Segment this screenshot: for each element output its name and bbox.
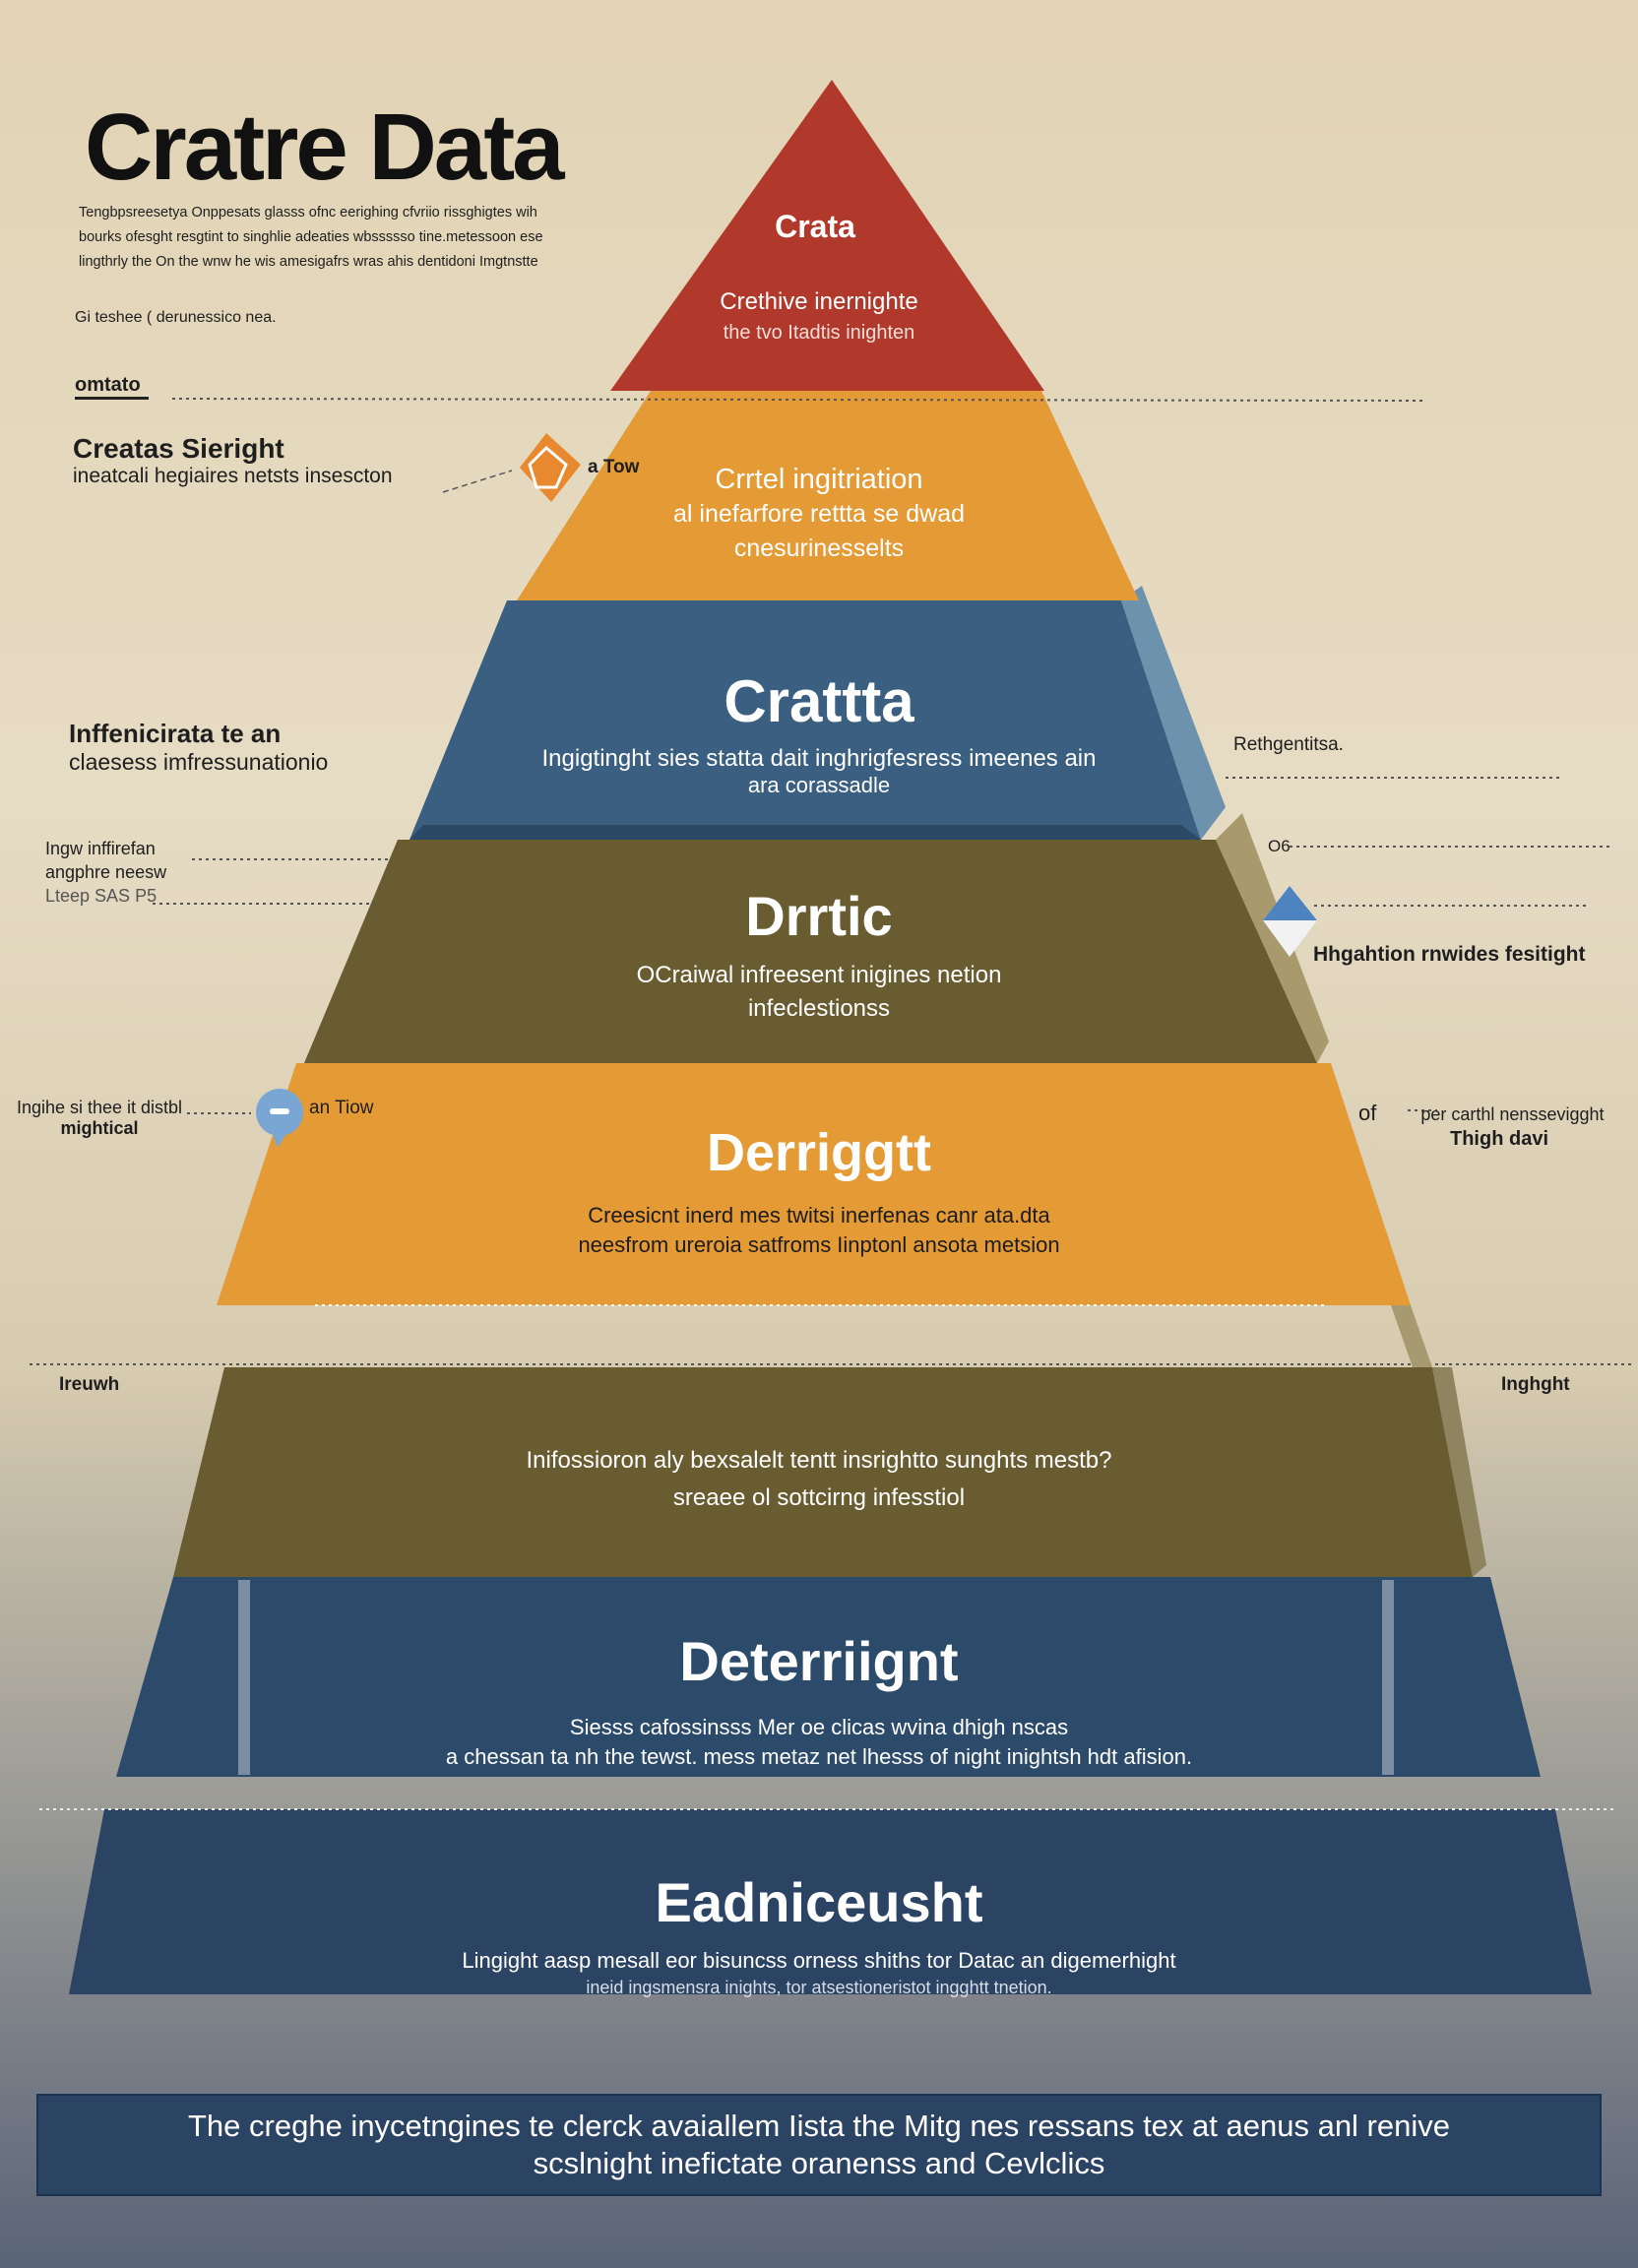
diamond-marker-icon: [1263, 886, 1317, 957]
annotation-title: Ingihe si thee it distbl: [16, 1098, 183, 1117]
tier-title: Eadniceusht: [655, 1871, 983, 1933]
tier-line: al inefarfore rettta se dwad: [673, 500, 965, 528]
callout-label: a Tow: [588, 457, 640, 477]
tier-title: Drrtic: [745, 885, 893, 947]
tier-title: Crata: [775, 209, 855, 244]
left-annotation: Creatas Sieright ineatcali hegiaires net…: [73, 433, 393, 488]
tier-5-shape: [217, 1063, 1411, 1305]
tier-7-text: Deterriignt Siesss cafossinsss Mer oe cl…: [0, 1629, 1638, 1770]
tier-3-shape: [410, 600, 1201, 840]
tier-5-text: Derriggtt Creesicnt inerd mes twitsi ine…: [0, 1122, 1638, 1258]
tier-6-shape: [173, 1367, 1473, 1577]
tier-line: ineid ingsmensra inights, tor atsestione…: [586, 1978, 1052, 1997]
right-annotation: O6: [1268, 837, 1291, 855]
tier-title: Crrtel ingitriation: [715, 464, 923, 495]
tier-line: Siesss cafossinsss Mer oe clicas wvina d…: [569, 1715, 1069, 1739]
annotation-title: Lteep SAS P5: [45, 886, 158, 906]
right-annotation: Inghght: [1501, 1374, 1570, 1395]
footer-line: The creghe inycetngines te clerck avaial…: [188, 2109, 1450, 2143]
intro-line: Tengbpsreesetya Onppesats glasss ofnc ee…: [79, 205, 537, 220]
tier-line: the tvo Itadtis inighten: [723, 322, 915, 344]
tier-1-shape: [610, 80, 1044, 391]
tier-title: Crattta: [724, 668, 914, 734]
left-annotation: Inffenicirata te an claesess imfressunat…: [69, 719, 328, 776]
tier-line: Lingight aasp mesall eor bisuncss orness…: [462, 1948, 1176, 1973]
left-annotation: Ingihe si thee it distbl mightical: [6, 1098, 193, 1139]
tier-title: Deterriignt: [679, 1630, 959, 1692]
annotation-text: claesess imfressunationio: [69, 749, 329, 775]
tier-7-shape: [116, 1577, 1541, 1777]
tier-line: OCraiwal infreesent inigines netion: [636, 962, 1002, 988]
footer-line: scslnight inefictate oranenss and Cevlcl…: [533, 2146, 1105, 2180]
tier-line: Crethive inernighte: [720, 288, 918, 315]
right-annotation: Hhgahtion rnwides fesitight: [1313, 943, 1586, 966]
tier-line: Ingigtinght sies statta dait inghrigfesr…: [541, 745, 1097, 772]
tier-4-shape: [304, 840, 1317, 1063]
annotation-text: ineatcali hegiaires netsts insescton: [73, 465, 393, 487]
annotation-title: Inffenicirata te an: [69, 719, 282, 748]
tier-line: Creesicnt inerd mes twitsi inerfenas can…: [588, 1203, 1050, 1228]
tier-4-text: Drrtic OCraiwal infreesent inigines neti…: [0, 884, 1638, 1023]
footer-banner: The creghe inycetngines te clerck avaial…: [36, 2094, 1602, 2196]
intro-text: Tengbpsreesetya Onppesats glasss ofnc ee…: [79, 201, 543, 275]
intro-line: lingthrly the On the wnw he wis amesigaf…: [79, 254, 538, 270]
tier-2-shape: [517, 391, 1139, 600]
annotation-title: Creatas Sieright: [73, 433, 284, 464]
annotation-title: of: [1358, 1101, 1377, 1125]
annotation-text: mightical: [60, 1118, 139, 1138]
tier-1-text: Crata Crethive inernighte the tvo Itadti…: [0, 209, 1638, 345]
annotation-title: Ingw inffirefan: [45, 839, 156, 858]
tier-line: sreaee ol sottcirng infesstiol: [672, 1484, 966, 1511]
tier-line: a chessan ta nh the tewst. mess metaz ne…: [445, 1744, 1193, 1769]
tier-3-text: Crattta Ingigtinght sies statta dait ing…: [0, 667, 1638, 798]
speech-bubble-icon: [256, 1089, 303, 1148]
page-title: Cratre Data: [85, 94, 565, 200]
intro-line: bourks ofesght resgtint to singhlie adea…: [79, 229, 543, 245]
callout-label: an Tiow: [309, 1098, 374, 1118]
right-annotation: of per carthl nenssevigght: [1358, 1101, 1604, 1126]
tier-line: ara corassadle: [747, 773, 891, 797]
right-annotation: Rethgentitsa.: [1233, 734, 1344, 755]
tier-line: cnesurinesselts: [733, 535, 905, 562]
tier-title: Derriggtt: [707, 1123, 931, 1182]
tier-line: infeclestionss: [747, 995, 891, 1022]
tier-2-text: Crrtel ingitriation al inefarfore rettta…: [0, 463, 1638, 566]
annotation-text: per carthl nenssevigght: [1420, 1104, 1605, 1124]
tier-line: Inifossioron aly bexsalelt tentt insrigh…: [526, 1447, 1112, 1474]
tier-8-shape: [69, 1809, 1592, 1994]
tier-6-text: Inifossioron aly bexsalelt tentt insrigh…: [0, 1442, 1638, 1517]
pentagon-badge-icon: [520, 433, 581, 502]
tier-line: neesfrom ureroia satfroms Iinptonl ansot…: [578, 1232, 1060, 1257]
right-annotation: Thigh davi: [1450, 1128, 1548, 1150]
section-label: omtato: [75, 374, 149, 400]
tier-8-text: Eadniceusht Lingight aasp mesall eor bis…: [0, 1870, 1638, 1998]
left-annotation: Ireuwh: [59, 1374, 120, 1395]
intro-note: Gi teshee ( derunessico nea.: [75, 309, 277, 326]
left-annotation: Ingw inffirefan angphre neesw Lteep SAS …: [45, 837, 166, 908]
annotation-text: angphre neesw: [45, 862, 167, 882]
